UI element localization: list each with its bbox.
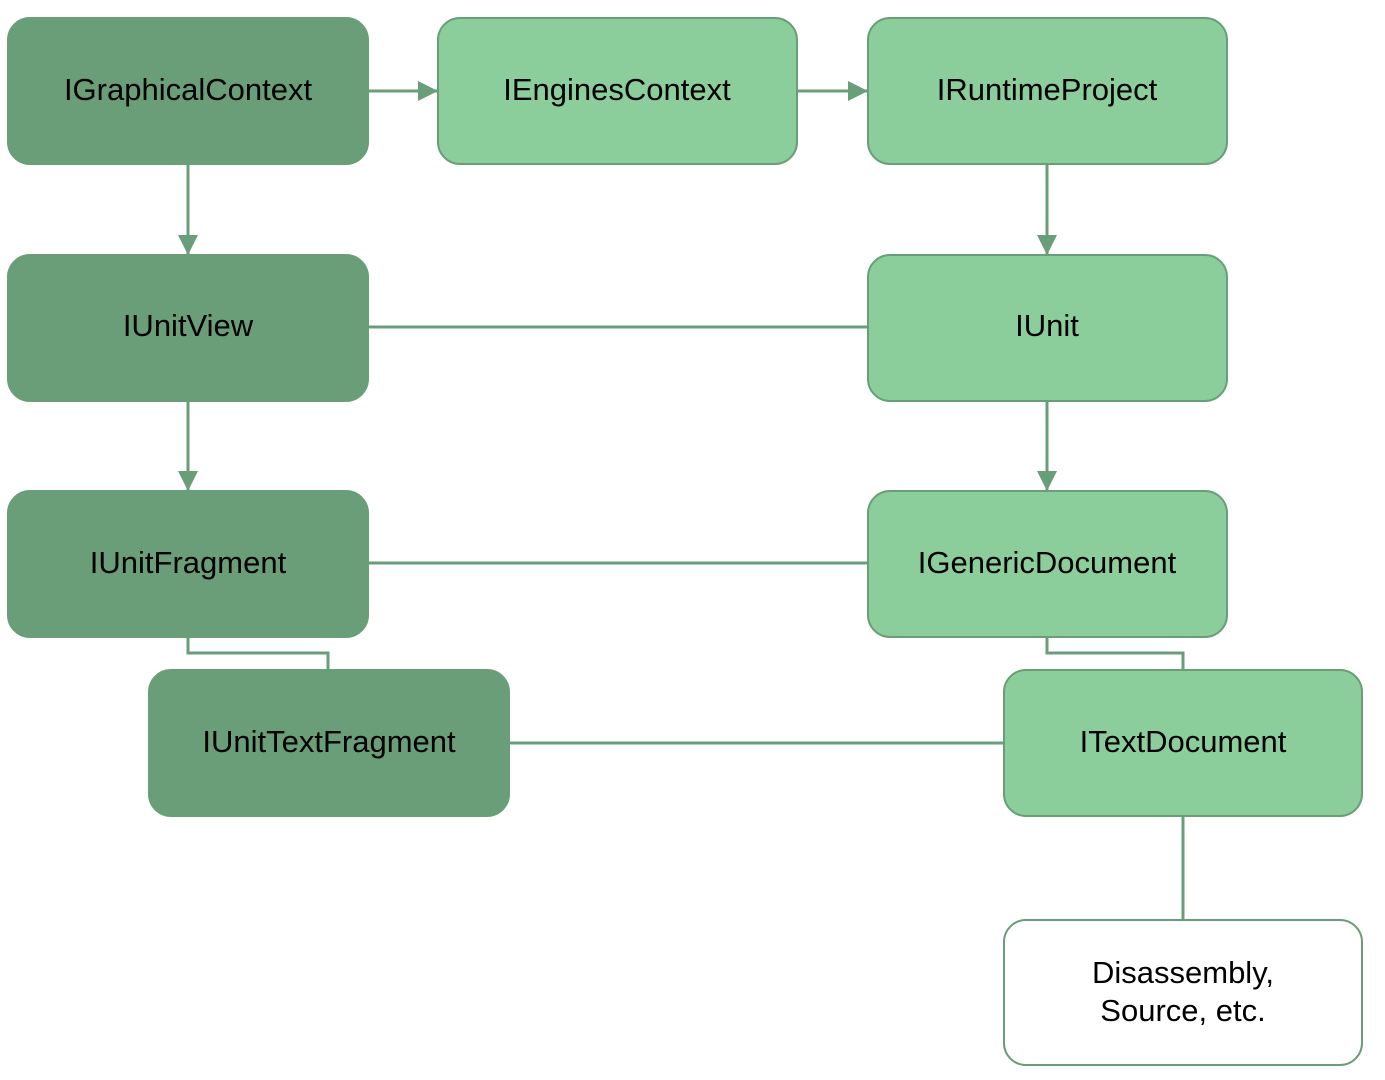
node-iruntimeproject: IRuntimeProject: [867, 17, 1228, 165]
node-ienginescontext: IEnginesContext: [437, 17, 798, 165]
node-iunitfragment: IUnitFragment: [7, 490, 369, 638]
node-iunit: IUnit: [867, 254, 1228, 402]
node-label: IGraphicalContext: [64, 72, 313, 107]
node-box: [7, 17, 369, 165]
node-itextdocument: ITextDocument: [1003, 669, 1363, 817]
node-box: [7, 490, 369, 638]
node-box: [867, 254, 1228, 402]
node-iunitview: IUnitView: [7, 254, 369, 402]
node-label-line-2: Source, etc.: [1100, 993, 1265, 1028]
node-label: IEnginesContext: [503, 72, 731, 107]
edges: [178, 81, 1185, 920]
node-label-line-1: Disassembly,: [1092, 955, 1274, 990]
node-label: IUnit: [1015, 308, 1079, 343]
node-igraphicalcontext: IGraphicalContext: [7, 17, 369, 165]
node-concrete-documents: Disassembly, Source, etc.: [1003, 919, 1363, 1066]
node-box: [867, 490, 1228, 638]
node-igenericdocument: IGenericDocument: [867, 490, 1228, 638]
node-label: IUnitTextFragment: [202, 724, 456, 759]
node-label: ITextDocument: [1080, 724, 1287, 759]
node-box: [1003, 919, 1363, 1066]
node-label: IRuntimeProject: [937, 72, 1158, 107]
node-label: IUnitFragment: [90, 545, 287, 580]
edge-unit-fragment-to-unit-text-fragment: [186, 637, 330, 670]
node-box: [148, 669, 510, 817]
edge-generic-document-to-text-document: [1045, 637, 1185, 670]
node-box: [7, 254, 369, 402]
node-box: [437, 17, 798, 165]
node-box: [1003, 669, 1363, 817]
node-iunittextfragment: IUnitTextFragment: [148, 669, 510, 817]
node-box: [867, 17, 1228, 165]
node-label: IGenericDocument: [918, 545, 1177, 580]
node-label: IUnitView: [123, 308, 254, 343]
